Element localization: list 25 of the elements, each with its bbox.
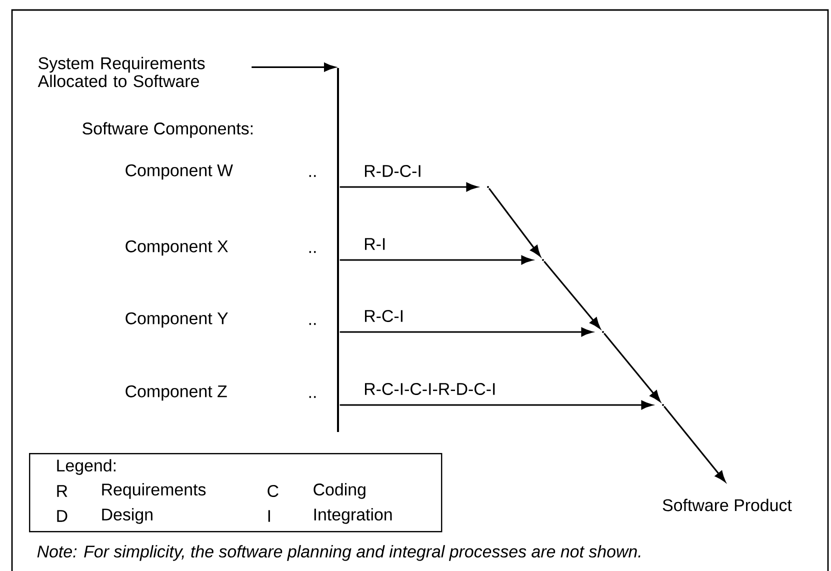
input-label: System Requirements Allocated to Software [38,56,205,88]
component-label: Component Y [126,312,228,328]
dots: .. [309,396,316,398]
arrow [340,328,593,336]
component-label: Component Z [126,385,227,401]
edge-label: R-D-C-I [362,164,423,178]
edge-label: R-C-I [362,309,406,323]
edge-label: R-I [362,237,388,251]
dots: .. [309,251,316,253]
arrow [340,182,478,192]
arrow [488,188,541,257]
arrow [544,260,600,329]
component-label: Component W [126,164,233,180]
arrow [604,332,660,402]
legend-box: Legend: R Requirements C Coding D Design I Integration [29,453,442,532]
edge-label: R-C-I-C-I-R-D-C-I [362,382,498,396]
arrow [340,400,653,410]
dots: .. [309,323,316,325]
arrow [340,256,533,264]
component-label: Component X [126,240,228,256]
arrow [664,406,726,482]
dots: .. [309,175,316,177]
output-label: Software Product [662,498,792,512]
section-heading: Software Components: [82,122,252,138]
arrow [252,62,336,72]
